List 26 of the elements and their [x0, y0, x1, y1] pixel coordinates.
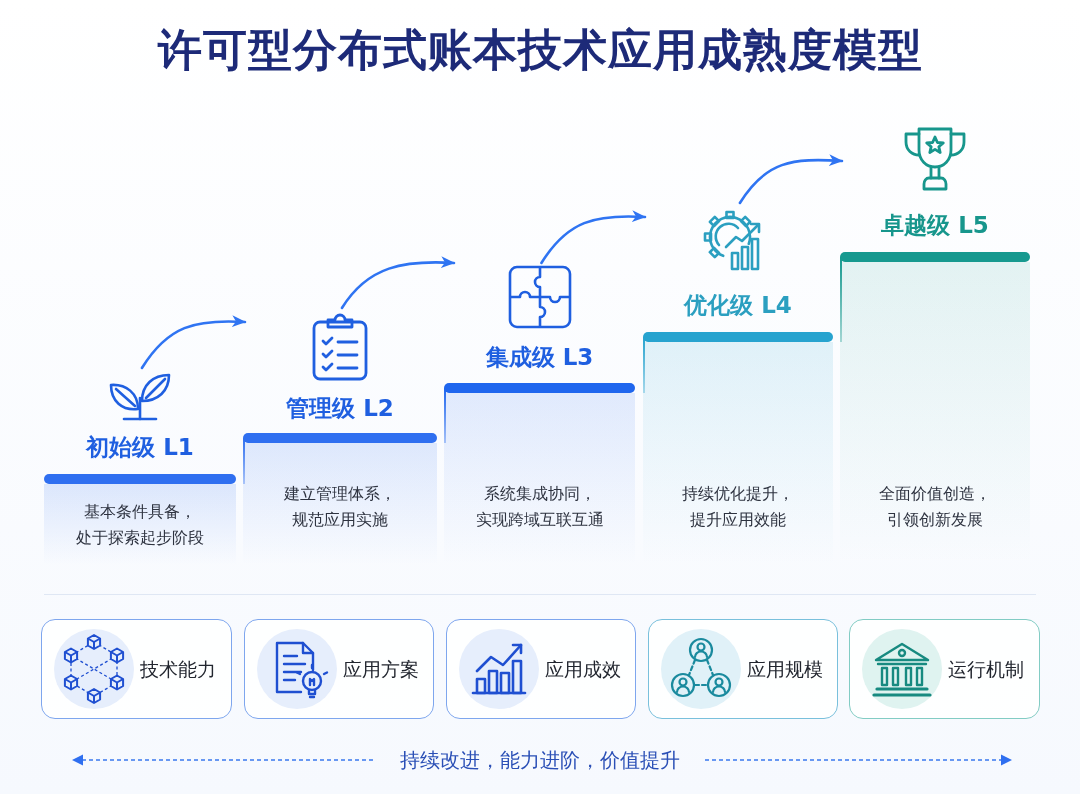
level-description: 系统集成协同，实现跨域互联互通: [474, 483, 605, 531]
level-description: 持续优化提升，提升应用效能: [681, 483, 795, 531]
level-title: 优化级 L4: [684, 292, 792, 318]
level-description: 基本条件具备，处于探索起步阶段: [75, 501, 205, 549]
category-card: [244, 619, 434, 719]
category-card: [648, 619, 838, 719]
level-description: 全面价值创造，引领创新发展: [878, 483, 992, 531]
category-label: 应用方案: [343, 657, 419, 682]
category-label: 应用成效: [545, 657, 621, 682]
level-title: 集成级 L3: [485, 344, 594, 370]
category-card: [41, 619, 232, 719]
progress-caption: 持续改进，能力进阶，价值提升: [400, 748, 680, 772]
level-title: 管理级 L2: [286, 395, 394, 421]
diagram-title: 许可型分布式账本技术应用成熟度模型: [157, 24, 923, 75]
curved-arrow: [540, 210, 647, 265]
category-label: 技术能力: [140, 657, 216, 682]
curved-arrow: [340, 256, 456, 310]
category-card: [849, 619, 1040, 719]
category-card: [446, 619, 636, 719]
curved-arrow: [738, 154, 844, 205]
category-label: 运行机制: [948, 657, 1024, 682]
curved-arrow: [140, 315, 247, 370]
level-description: 建立管理体系，规范应用实施: [283, 483, 397, 531]
level-title: 卓越级 L5: [881, 212, 989, 238]
category-label: 应用规模: [747, 657, 823, 682]
level-title: 初始级 L1: [86, 434, 194, 460]
